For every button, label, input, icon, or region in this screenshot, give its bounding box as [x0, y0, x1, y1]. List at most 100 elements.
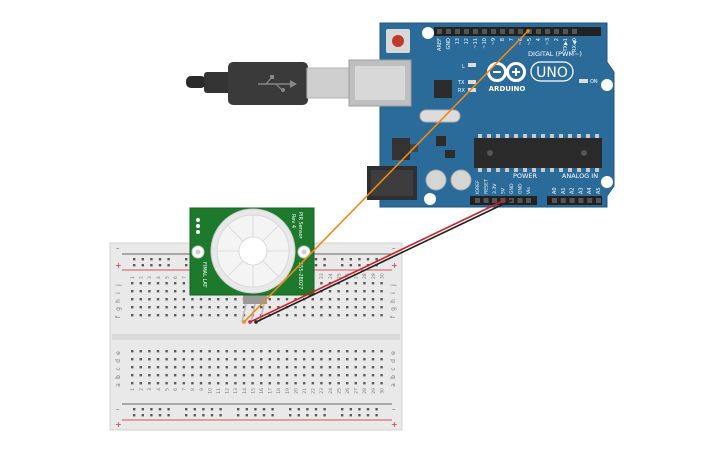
digital-pin-label: TX▶1 — [563, 38, 569, 53]
breadboard-hole — [131, 314, 134, 317]
breadboard-hole — [346, 374, 349, 377]
rail-hole — [271, 414, 274, 417]
column-label-bottom: 25 — [336, 388, 342, 394]
breadboard-hole — [371, 358, 375, 361]
analog-pin-hole — [587, 198, 593, 203]
breadboard-hole — [148, 382, 151, 385]
digital-pin-label: 12 — [464, 38, 470, 44]
breadboard-hole — [139, 282, 142, 285]
breadboard-hole — [260, 358, 263, 361]
digital-pin-label: ~10 — [482, 38, 488, 49]
breadboard-hole — [148, 306, 151, 309]
rail-hole — [314, 264, 318, 267]
rail-hole — [158, 258, 162, 261]
breadboard-hole — [234, 350, 237, 353]
breadboard-hole — [346, 358, 349, 361]
breadboard-hole — [380, 282, 383, 285]
chip-pin — [595, 168, 599, 172]
breadboard-hole — [148, 358, 151, 361]
rail-hole — [314, 408, 318, 411]
row-label: f — [115, 315, 122, 318]
digital-pin-hole — [563, 29, 568, 34]
column-label-bottom: 12 — [225, 388, 231, 394]
rail-hole — [193, 414, 196, 417]
digital-pin-hole — [482, 29, 487, 34]
breadboard-hole — [328, 382, 332, 385]
row-label: d — [115, 359, 122, 363]
analog-pin-hole — [560, 198, 566, 203]
digital-pin-hole — [554, 29, 559, 34]
breadboard-hole — [191, 374, 194, 377]
rail-hole — [358, 408, 361, 411]
column-label-bottom: 14 — [242, 388, 248, 394]
breadboard-hole — [354, 374, 357, 377]
column-label-top: 23 — [319, 273, 325, 279]
breadboard-hole — [217, 314, 220, 317]
breadboard-hole — [380, 358, 383, 361]
column-label-bottom: 29 — [371, 388, 377, 394]
smd-chip — [445, 150, 455, 158]
breadboard-hole — [156, 306, 160, 309]
usb-symbol-icon — [258, 75, 297, 92]
breadboard-hole — [251, 366, 254, 369]
breadboard-hole — [139, 374, 142, 377]
digital-pin-label: ~5 — [527, 38, 533, 45]
digital-pin-hole — [509, 29, 514, 34]
breadboard-hole — [354, 306, 357, 309]
breadboard-hole — [294, 366, 297, 369]
rail-hole — [237, 414, 240, 417]
reset-button[interactable] — [392, 35, 404, 47]
rail-hole — [289, 408, 292, 411]
chip-pin — [586, 134, 590, 138]
column-label-bottom: 19 — [285, 388, 291, 394]
breadboard-hole — [156, 314, 160, 317]
breadboard-hole — [131, 306, 134, 309]
breadboard-hole — [285, 350, 289, 353]
breadboard-hole — [285, 382, 289, 385]
rail-hole — [141, 414, 144, 417]
rail-hole — [349, 258, 352, 261]
breadboard-hole — [182, 282, 185, 285]
digital-pin-hole — [518, 29, 523, 34]
breadboard-hole — [294, 350, 297, 353]
column-label-bottom: 7 — [182, 388, 188, 391]
breadboard-hole — [199, 366, 203, 369]
rail-hole — [323, 408, 326, 411]
rail-hole — [185, 264, 188, 267]
rail-hole — [341, 258, 344, 261]
breadboard-hole — [199, 374, 203, 377]
breadboard-hole — [337, 314, 340, 317]
breadboard-hole — [337, 290, 340, 293]
digital-pin-hole — [500, 29, 505, 34]
breadboard-hole — [354, 382, 357, 385]
breadboard-hole — [182, 358, 185, 361]
breadboard-hole — [199, 358, 203, 361]
breadboard-hole — [174, 290, 177, 293]
rail-hole — [349, 408, 352, 411]
breadboard-hole — [380, 298, 383, 301]
breadboard-hole — [328, 298, 332, 301]
breadboard-hole — [191, 298, 194, 301]
breadboard-hole — [268, 366, 271, 369]
chip-pin — [523, 168, 527, 172]
digital-pin-hole — [545, 29, 550, 34]
breadboard-hole — [268, 298, 271, 301]
row-label: d — [390, 359, 397, 363]
breadboard-hole — [182, 306, 185, 309]
breadboard-hole — [234, 298, 237, 301]
breadboard-hole — [260, 366, 263, 369]
chip-pin — [568, 134, 572, 138]
led-rx — [468, 88, 476, 92]
rail-hole — [167, 408, 170, 411]
breadboard-hole — [251, 350, 254, 353]
breadboard-hole — [285, 374, 289, 377]
rail-hole — [297, 414, 300, 417]
breadboard-hole — [303, 350, 306, 353]
digital-pin-hole — [491, 29, 496, 34]
breadboard-hole — [320, 358, 323, 361]
breadboard-hole — [191, 350, 194, 353]
row-label: g — [115, 307, 122, 311]
breadboard-hole — [363, 350, 366, 353]
breadboard-hole — [337, 350, 340, 353]
